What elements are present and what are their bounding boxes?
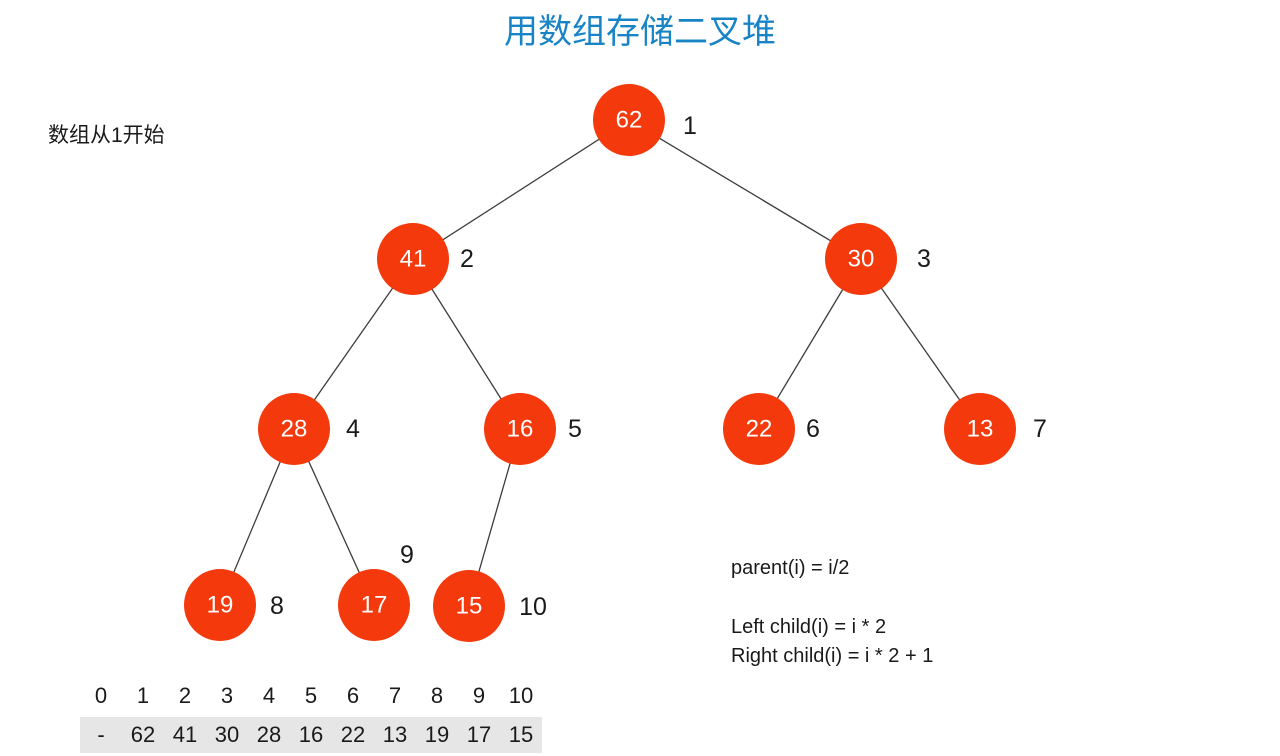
array-value-cell: 30 — [214, 722, 240, 747]
tree-edge — [628, 119, 862, 260]
array-index-cell: 6 — [346, 683, 360, 708]
array-index-cell: 5 — [304, 683, 318, 708]
array-value-cell: 22 — [340, 722, 366, 747]
array-index-cell: 1 — [136, 683, 150, 708]
tree-node-index-label: 9 — [400, 541, 414, 569]
tree-node-index-label: 7 — [1033, 415, 1047, 443]
array-start-note: 数组从1开始 — [48, 124, 165, 147]
array-value-cell: 17 — [466, 722, 492, 747]
tree-node-index-label: 4 — [346, 415, 360, 443]
page-title: 用数组存储二叉堆 — [504, 13, 776, 51]
tree-node-index-label: 3 — [917, 245, 931, 273]
array-index-row: 0 1 2 3 4 5 6 7 8 9 10 — [80, 677, 542, 715]
array-index-cell: 7 — [388, 683, 402, 708]
array-value-cell: 15 — [508, 722, 534, 747]
tree-node-circle — [184, 569, 256, 641]
tree-node-circle — [825, 223, 897, 295]
array-index-cell: 9 — [472, 683, 486, 708]
array-value-cell: 41 — [172, 722, 198, 747]
tree-node-circle — [377, 223, 449, 295]
tree-node-circle — [258, 393, 330, 465]
parent-formula: parent(i) = i/2 — [731, 557, 850, 579]
formula-gap — [731, 583, 933, 613]
tree-node-index-label: 1 — [683, 112, 697, 140]
array-index-cell: 0 — [94, 683, 108, 708]
tree-node-value: 15 — [456, 593, 483, 620]
tree-node-value: 17 — [361, 592, 388, 619]
tree-node-value: 28 — [281, 416, 308, 443]
tree-node-circle — [723, 393, 795, 465]
tree-node-circle — [484, 393, 556, 465]
array-index-cell: 10 — [508, 683, 534, 708]
array-value-cell: - — [97, 722, 105, 747]
array-index-cell: 2 — [178, 683, 192, 708]
array-value-row: -62 41 30 28 16 22 13 19 17 15 — [80, 717, 542, 753]
tree-node-value: 30 — [848, 246, 875, 273]
index-formulas: parent(i) = i/2 Left child(i) = i * 2 Ri… — [731, 554, 933, 671]
array-value-cell: 28 — [256, 722, 282, 747]
array-value-cell: 16 — [298, 722, 324, 747]
tree-node-value: 13 — [967, 416, 994, 443]
tree-node-index-label: 6 — [806, 415, 820, 443]
tree-node-circle — [338, 569, 410, 641]
array-value-cell: 19 — [424, 722, 450, 747]
tree-node-index-label: 5 — [568, 415, 582, 443]
array-value-cell: 13 — [382, 722, 408, 747]
array-value-cell: 62 — [130, 722, 156, 747]
tree-node-index-label: 8 — [270, 592, 284, 620]
tree-node-index-label: 2 — [460, 245, 474, 273]
left-child-formula: Left child(i) = i * 2 — [731, 616, 887, 638]
tree-node-value: 22 — [746, 416, 773, 443]
tree-node-index-label: 10 — [519, 593, 547, 621]
array-index-cell: 4 — [262, 683, 276, 708]
tree-node-circle — [433, 570, 505, 642]
array-index-cell: 3 — [220, 683, 234, 708]
tree-edge — [412, 119, 630, 260]
tree-node-circle — [944, 393, 1016, 465]
tree-node-value: 16 — [507, 416, 534, 443]
right-child-formula: Right child(i) = i * 2 + 1 — [731, 645, 934, 667]
array-index-cell: 8 — [430, 683, 444, 708]
tree-node-value: 41 — [400, 246, 427, 273]
tree-node-value: 19 — [207, 592, 234, 619]
tree-node-value: 62 — [616, 107, 643, 134]
tree-node-circle — [593, 84, 665, 156]
